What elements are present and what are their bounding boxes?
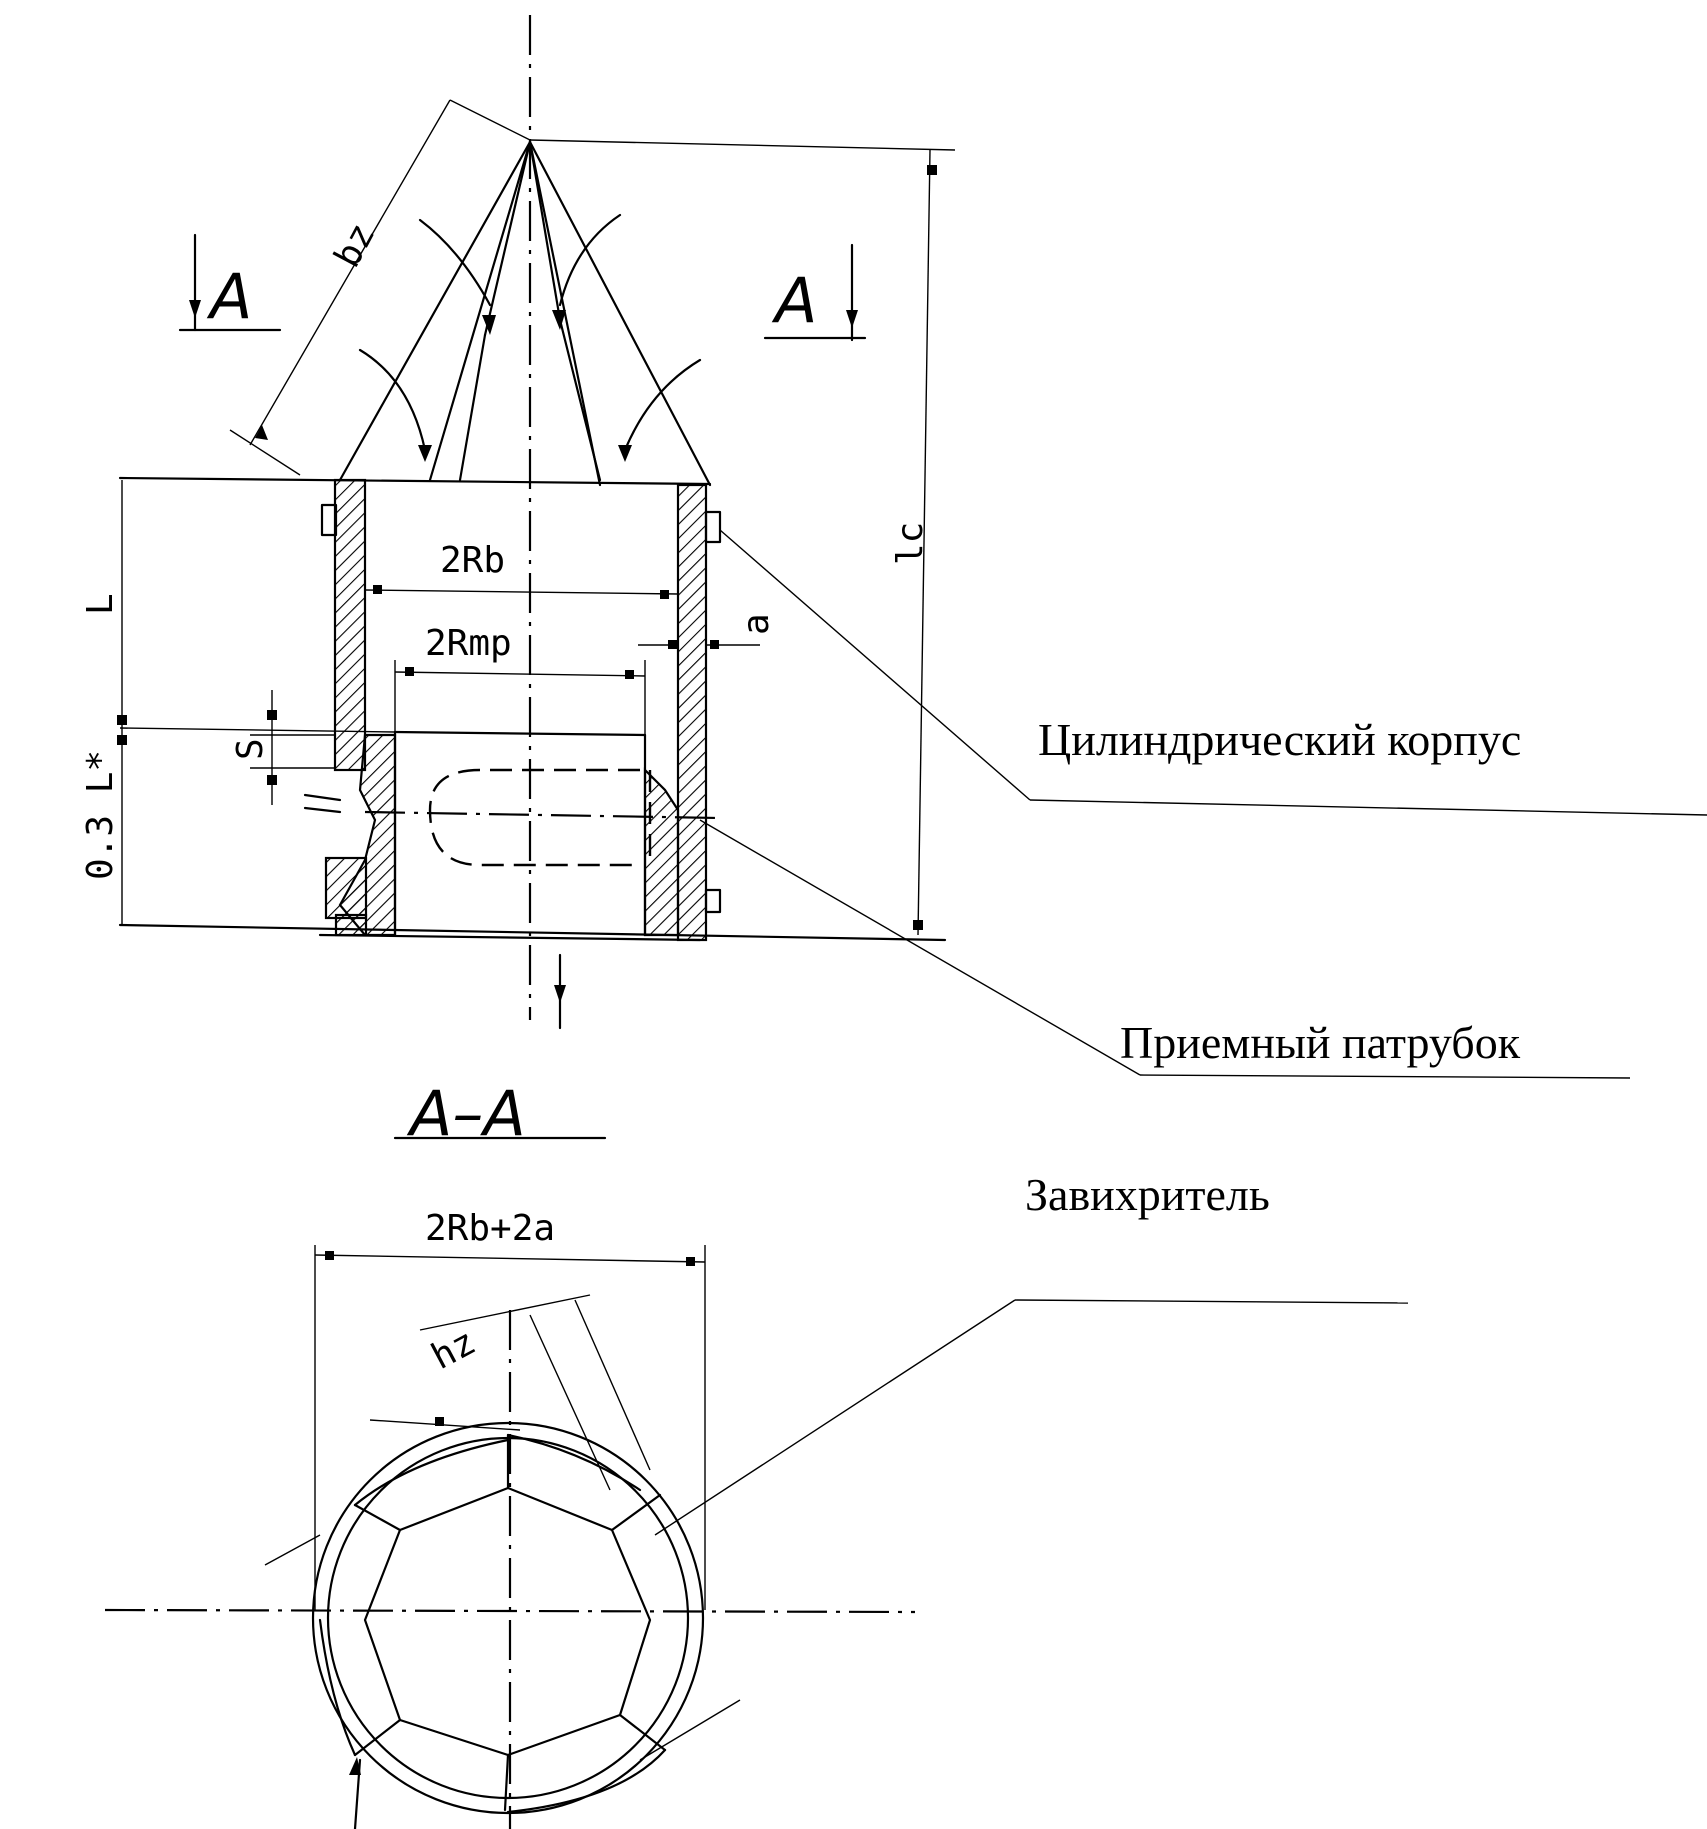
section-mark-left: A <box>178 233 282 333</box>
dim-L-label: L <box>80 593 121 615</box>
label-inlet-pipe: Приемный патрубок <box>1120 1017 1521 1068</box>
dimension-L: L 0.3 L* <box>80 480 396 925</box>
dimension-a: a <box>638 613 777 649</box>
dim-2Rb-label: 2Rb <box>440 540 505 581</box>
inlet-pipe <box>324 730 721 937</box>
dim-bz-label: bz <box>327 217 384 275</box>
body-wall-right <box>676 483 708 942</box>
dimension-2Rmp: 2Rmp <box>394 623 646 735</box>
body-wall-left <box>333 478 367 772</box>
inner-polygon <box>363 1486 652 1757</box>
section-label-left: A <box>206 260 252 333</box>
section-view: A–A 2Rb+2a hz <box>104 1077 916 1829</box>
callouts: Цилиндрический корпус Приемный патрубок … <box>654 529 1707 1536</box>
swirler-cone <box>338 140 712 487</box>
label-cylindrical-body: Цилиндрический корпус <box>1038 714 1521 765</box>
dim-hz-label: hz <box>425 1321 483 1378</box>
dim-lc-label: lc <box>890 522 931 565</box>
dimension-hz: hz <box>419 1294 651 1491</box>
section-mark-right: A <box>763 243 867 342</box>
dim-a-label: a <box>736 613 777 635</box>
dim-S-label: S <box>230 738 271 760</box>
dim-outer-label: 2Rb+2a <box>425 1208 555 1249</box>
dimension-2Rb: 2Rb <box>364 540 679 599</box>
dim-2Rmp-label: 2Rmp <box>425 623 512 664</box>
dimension-S: S <box>230 690 342 814</box>
section-label-right: A <box>771 264 817 337</box>
label-swirler: Завихритель <box>1025 1169 1270 1220</box>
dimension-lc: lc <box>529 139 956 936</box>
dimension-bz: bz <box>229 99 531 476</box>
dim-03L-label: 0.3 L* <box>80 750 121 880</box>
front-view: bz A A <box>80 15 956 1030</box>
